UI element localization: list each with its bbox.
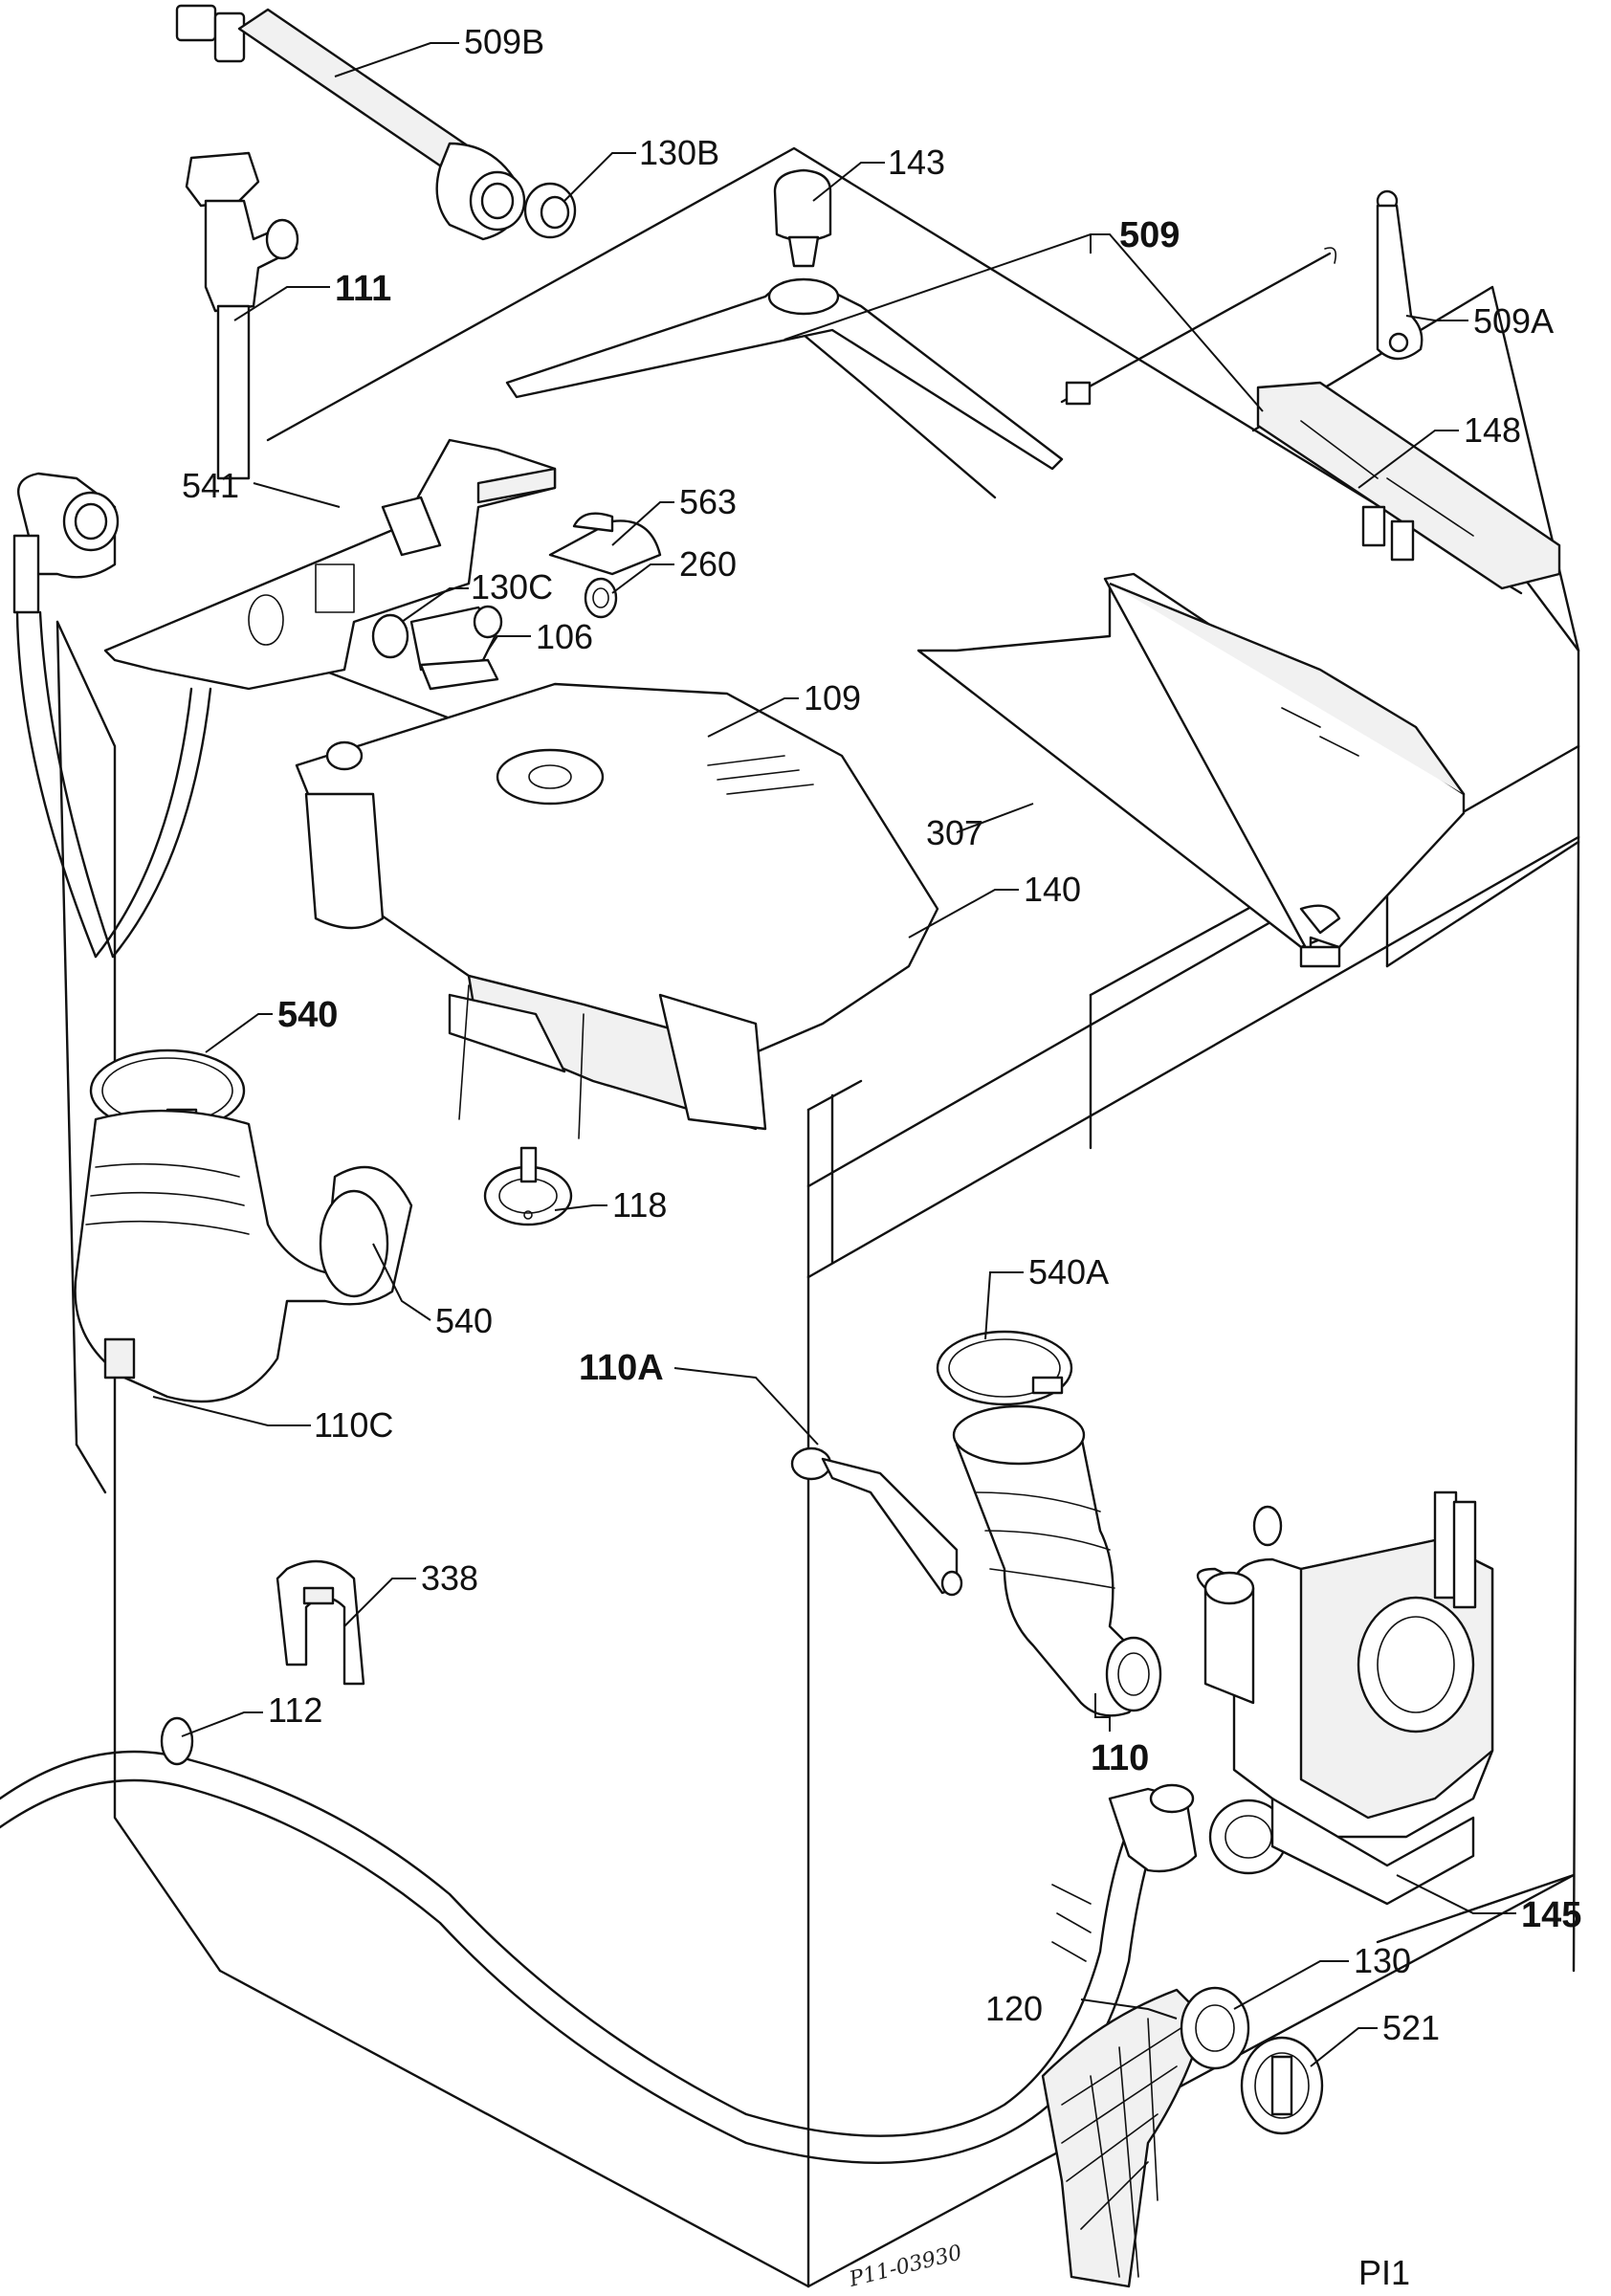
part-130c-106: [371, 605, 503, 691]
gasket-130: [1180, 1986, 1250, 2070]
label-509b: 509B: [464, 22, 544, 61]
clamp-540a: [936, 1330, 1073, 1406]
pump-145: [1196, 1490, 1494, 1906]
leader-lines: [152, 42, 1516, 2067]
label-120: 120: [985, 1989, 1043, 2028]
label-118: 118: [612, 1185, 667, 1225]
filter-118: [483, 1146, 573, 1226]
label-260: 260: [679, 544, 737, 584]
label-509a: 509A: [1473, 301, 1554, 341]
lever-509: [505, 247, 1337, 471]
label-540-top: 540: [277, 995, 338, 1035]
dispenser-housing-109: [295, 682, 939, 1139]
label-110: 110: [1091, 1738, 1149, 1778]
label-307: 307: [926, 813, 983, 852]
label-540: 540: [435, 1301, 493, 1340]
label-130: 130: [1354, 1941, 1411, 1980]
inlet-hose-509b: [175, 4, 526, 241]
lever-509a: [1376, 189, 1423, 361]
valve-111: [185, 151, 299, 480]
clip-338: [276, 1559, 365, 1686]
label-148: 148: [1464, 410, 1521, 450]
label-563: 563: [679, 482, 737, 521]
inlet-elbow-left: [12, 472, 212, 959]
label-541: 541: [182, 466, 239, 505]
bracket-541: [103, 438, 557, 691]
bellows-110c: [74, 1109, 413, 1403]
panel-148: [1256, 381, 1561, 590]
label-109: 109: [804, 678, 861, 718]
knob-143: [773, 168, 832, 268]
label-338: 338: [421, 1558, 478, 1598]
label-540a: 540A: [1028, 1252, 1109, 1292]
hose-110a: [790, 1446, 963, 1597]
label-521: 521: [1382, 2008, 1440, 2047]
label-106: 106: [536, 617, 593, 656]
label-110c: 110C: [314, 1405, 393, 1445]
label-112: 112: [268, 1690, 322, 1730]
callout-labels: 509B 130B 143 509 111 509A 148 541 563 2…: [182, 22, 1581, 2047]
drawing-code: P11-03930: [846, 2241, 964, 2292]
label-143: 143: [888, 143, 945, 182]
cap-521: [1240, 2036, 1324, 2135]
page-code: PI1: [1358, 2253, 1410, 2292]
drawer-307: [916, 572, 1466, 968]
bellows-110: [952, 1404, 1162, 1717]
drain-hose-112: [0, 1716, 1198, 2164]
label-111: 111: [335, 269, 391, 309]
part-563: [548, 512, 662, 576]
seal-130b: [523, 182, 577, 239]
label-110a: 110A: [579, 1348, 664, 1388]
label-145: 145: [1521, 1895, 1581, 1935]
spring-260: [584, 577, 618, 619]
label-140: 140: [1024, 870, 1081, 909]
cabinet-outline: [55, 146, 1580, 2288]
label-130c: 130C: [471, 567, 553, 607]
label-509: 509: [1119, 215, 1180, 255]
label-130b: 130B: [639, 133, 719, 172]
